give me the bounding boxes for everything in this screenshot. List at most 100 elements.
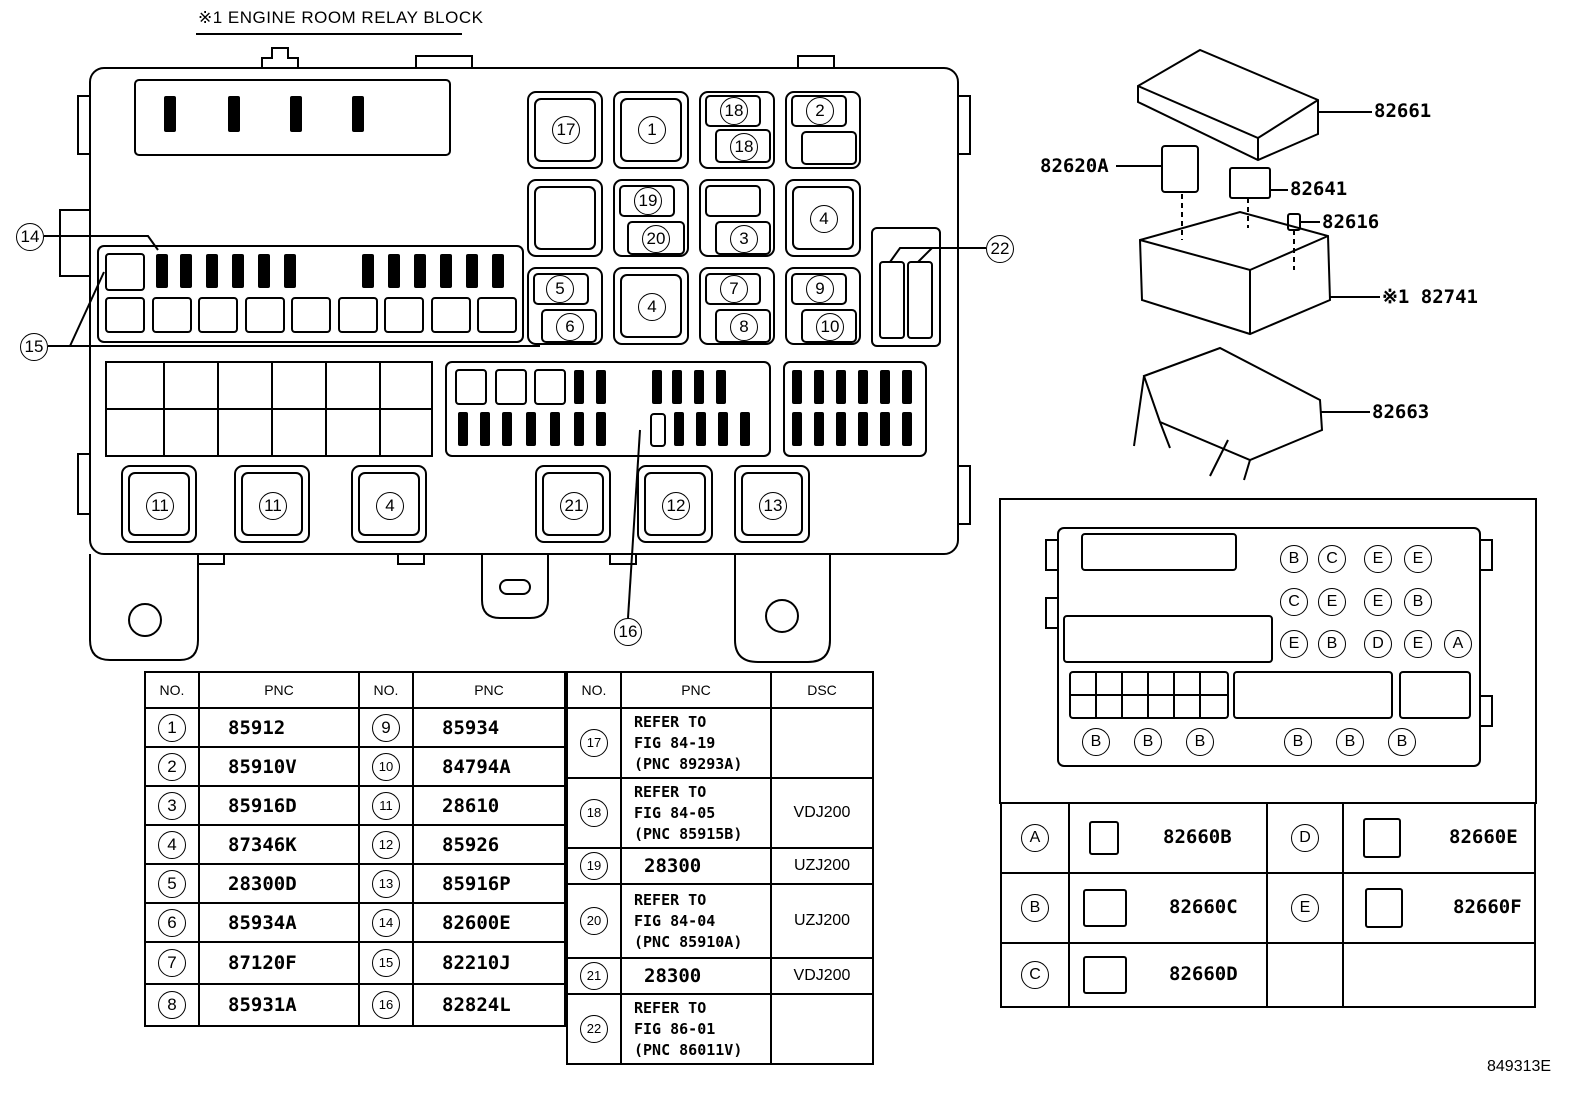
connector-letter: A <box>1021 824 1049 852</box>
part-pnc: 28300 <box>620 957 772 995</box>
connector-letter: E <box>1364 545 1392 573</box>
table-row: 3 85916D 11 28610 <box>144 785 566 826</box>
part-no: 16 <box>372 991 400 1019</box>
box-label: 6 <box>556 313 584 341</box>
connector-icon <box>1083 956 1127 994</box>
box-label: 18 <box>720 97 748 125</box>
part-no: 11 <box>372 791 400 820</box>
table-row: 17 REFER TO FIG 84-19 (PNC 89293A) <box>566 707 874 779</box>
table-row: 21 28300 VDJ200 <box>566 957 874 995</box>
table-row: 2 85910V 10 84794A <box>144 746 566 787</box>
box-label: 8 <box>730 313 758 341</box>
column-header: NO. <box>144 671 200 709</box>
figure-id: 849313E <box>1487 1058 1552 1075</box>
part-no: 12 <box>372 830 400 859</box>
part-pnc: 87346K <box>198 824 360 865</box>
part-pnc: 84794A <box>412 746 566 787</box>
part-no: 3 <box>158 791 186 820</box>
box-label: 1 <box>638 116 666 144</box>
connector-table: A 82660B D 82660E B 82660C E 82660F C 82… <box>1000 802 1536 1008</box>
part-no: 17 <box>580 729 608 757</box>
part-pnc: 87120F <box>198 941 360 985</box>
part-pnc: 82210J <box>412 941 566 985</box>
part-no: 19 <box>580 852 608 880</box>
part-no: 21 <box>580 962 608 990</box>
part-no: 14 <box>372 908 400 937</box>
part-pnc: REFER TO FIG 86-01 (PNC 86011V) <box>620 993 772 1065</box>
connector-letter: B <box>1134 728 1162 756</box>
part-pnc: 85926 <box>412 824 566 865</box>
connector-pnc: 82660F <box>1453 895 1522 918</box>
part-pnc: 85934A <box>198 902 360 943</box>
box-label: 11 <box>259 492 287 520</box>
part-number-label: 82620A <box>1040 155 1109 177</box>
connector-letter: D <box>1291 824 1319 852</box>
part-pnc: 82600E <box>412 902 566 943</box>
box-label: 21 <box>560 492 588 520</box>
box-label: 10 <box>816 313 844 341</box>
connector-letter: C <box>1021 961 1049 989</box>
connector-letter: E <box>1318 588 1346 616</box>
connector-letter: E <box>1404 545 1432 573</box>
table-row: 1 85912 9 85934 <box>144 707 566 748</box>
connector-pnc: 82660D <box>1169 962 1238 985</box>
part-no: 4 <box>158 830 186 859</box>
column-header: PNC <box>412 671 566 709</box>
table-row: 6 85934A 14 82600E <box>144 902 566 943</box>
connector-letter: B <box>1082 728 1110 756</box>
part-dsc: VDJ200 <box>770 777 874 849</box>
part-number-label: ※1 82741 <box>1382 286 1478 308</box>
connector-letter: C <box>1318 545 1346 573</box>
box-label: 17 <box>552 116 580 144</box>
column-header: PNC <box>198 671 360 709</box>
connector-letter: B <box>1021 894 1049 922</box>
connector-letter: B <box>1318 630 1346 658</box>
connector-pnc: 82660E <box>1449 825 1518 848</box>
part-pnc: 28300 <box>620 847 772 885</box>
connector-letter: B <box>1280 545 1308 573</box>
part-no: 22 <box>580 1015 608 1043</box>
box-label: 20 <box>642 225 670 253</box>
part-pnc: REFER TO FIG 84-05 (PNC 85915B) <box>620 777 772 849</box>
part-pnc: 85916D <box>198 785 360 826</box>
table-row: 5 28300D 13 85916P <box>144 863 566 904</box>
box-label: 11 <box>146 492 174 520</box>
part-no: 6 <box>158 908 186 937</box>
connector-letter: E <box>1291 894 1319 922</box>
part-no: 5 <box>158 869 186 898</box>
column-header: PNC <box>620 671 772 709</box>
part-number-label: 82661 <box>1374 100 1432 122</box>
connector-letter: B <box>1388 728 1416 756</box>
connector-letter: E <box>1364 588 1392 616</box>
table-row: 19 28300 UZJ200 <box>566 847 874 885</box>
part-pnc: REFER TO FIG 84-19 (PNC 89293A) <box>620 707 772 779</box>
box-label: 4 <box>376 492 404 520</box>
diagram-title: ※1 ENGINE ROOM RELAY BLOCK <box>198 8 484 27</box>
connector-letter: B <box>1284 728 1312 756</box>
part-dsc: UZJ200 <box>770 883 874 959</box>
callout-15: 15 <box>20 333 48 361</box>
callout-14: 14 <box>16 223 44 251</box>
connector-letter: B <box>1404 588 1432 616</box>
connector-letter: B <box>1336 728 1364 756</box>
part-number-label: 82641 <box>1290 178 1348 200</box>
part-pnc: 85912 <box>198 707 360 748</box>
part-no: 18 <box>580 799 608 827</box>
connector-pnc: 82660C <box>1169 895 1238 918</box>
part-no: 9 <box>372 713 400 742</box>
part-number-label: 82616 <box>1322 211 1380 233</box>
box-label: 18 <box>730 133 758 161</box>
table-row: 7 87120F 15 82210J <box>144 941 566 985</box>
part-no: 13 <box>372 869 400 898</box>
box-label: 9 <box>806 275 834 303</box>
box-label: 2 <box>806 97 834 125</box>
box-label: 3 <box>730 225 758 253</box>
box-label: 19 <box>634 187 662 215</box>
part-dsc: UZJ200 <box>770 847 874 885</box>
connector-pnc: 82660B <box>1163 825 1232 848</box>
box-label: 5 <box>546 275 574 303</box>
column-header: DSC <box>770 671 874 709</box>
part-no: 1 <box>158 713 186 742</box>
part-dsc: VDJ200 <box>770 957 874 995</box>
